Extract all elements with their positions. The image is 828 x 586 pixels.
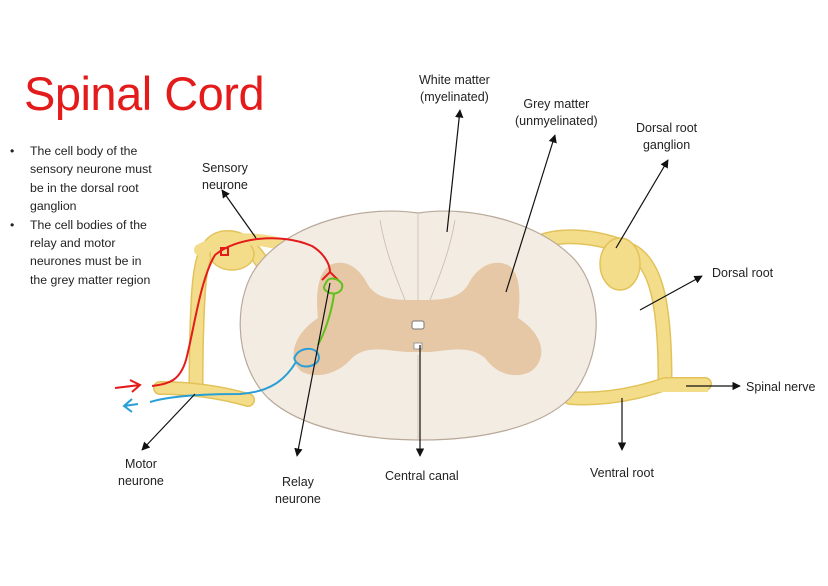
bullet-text: The cell body of the sensory neurone mus… — [30, 144, 152, 214]
motor-neurone-path — [122, 347, 320, 413]
label-drg-line1: Dorsal root — [636, 121, 698, 135]
label-sensory-neurone: Sensory neurone — [202, 160, 248, 194]
relay-neurone-path — [317, 277, 344, 346]
bullet-text: The cell bodies of the relay and motor n… — [30, 217, 151, 287]
label-ventral-root: Ventral root — [590, 466, 654, 480]
bullet-symbol: • — [10, 144, 15, 158]
label-relay-neurone: Relay neurone — [275, 474, 321, 508]
label-grey-matter-line2: (unmyelinated) — [515, 114, 598, 128]
arrow-white-matter — [446, 109, 464, 233]
label-drg-line2: ganglion — [642, 138, 691, 152]
arrow-motor-neurone — [141, 393, 196, 451]
label-motor-line1: Motor — [124, 457, 157, 471]
page-title: Spinal Cord — [24, 67, 265, 120]
label-motor-line2: neurone — [118, 474, 164, 488]
label-white-matter: White matter (myelinated) — [419, 72, 490, 106]
label-dorsal-root: Dorsal root — [712, 266, 774, 280]
right-dorsal-root-ganglion — [599, 237, 641, 291]
label-relay-line2: neurone — [275, 492, 321, 506]
spinal-nerve — [660, 380, 708, 392]
bullet-symbol: • — [10, 217, 15, 232]
label-central-canal: Central canal — [385, 469, 459, 483]
arrow-dorsal-root — [639, 275, 703, 311]
bullet-item: • The cell body of the sensory neurone mu… — [10, 142, 160, 216]
label-sensory-line1: Sensory — [202, 161, 248, 175]
label-relay-line1: Relay — [281, 475, 314, 489]
label-dorsal-root-ganglion: Dorsal root ganglion — [636, 120, 697, 154]
arrow-sensory-neurone — [221, 189, 257, 239]
arrow-relay-neurone — [294, 282, 331, 457]
label-sensory-line2: neurone — [202, 178, 248, 192]
grey-matter — [293, 262, 542, 376]
white-matter-septa — [379, 214, 456, 440]
label-spinal-nerve: Spinal nerve — [746, 380, 816, 394]
bullet-list: • The cell body of the sensory neurone mu… — [10, 142, 160, 289]
arrow-dorsal-root-ganglion — [615, 159, 669, 249]
label-motor-neurone: Motor neurone — [118, 456, 164, 490]
annotation-arrows — [141, 109, 741, 457]
central-canal — [411, 320, 425, 330]
label-white-matter-line1: White matter — [419, 73, 490, 87]
label-white-matter-line2: (myelinated) — [420, 90, 489, 104]
sensory-neurone-path — [114, 237, 339, 393]
arrow-grey-matter — [505, 134, 557, 293]
label-grey-matter-line1: Grey matter — [523, 97, 590, 111]
bullet-item: • The cell bodies of the relay and motor … — [10, 216, 160, 290]
label-grey-matter: Grey matter (unmyelinated) — [515, 96, 598, 130]
